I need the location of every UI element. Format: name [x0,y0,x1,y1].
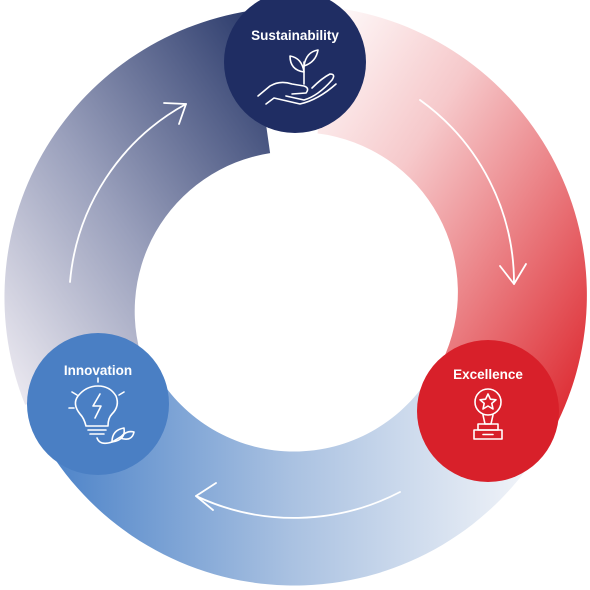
node-sustainability-circle [224,0,366,133]
node-sustainability-label: Sustainability [251,28,339,43]
node-excellence-circle [417,340,559,482]
node-sustainability: Sustainability [224,0,366,133]
cycle-arrow-innovation-to-sustainability [69,102,187,283]
cycle-arrow-sustainability-to-excellence [419,99,527,285]
cycle-arrow-excellence-to-innovation [195,482,401,519]
node-innovation-circle [27,333,169,475]
ring-segment-innovation [45,373,535,586]
lightbulb-leaf-icon [68,377,135,445]
node-innovation-label: Innovation [64,363,132,378]
hand-sprout-icon [257,49,337,105]
trophy-star-icon [473,388,503,440]
ring-segment-sustainability [4,10,271,405]
node-excellence-label: Excellence [453,367,523,382]
node-excellence: Excellence [417,340,559,482]
node-innovation: Innovation [27,333,169,475]
ring-segment-excellence [317,7,587,422]
